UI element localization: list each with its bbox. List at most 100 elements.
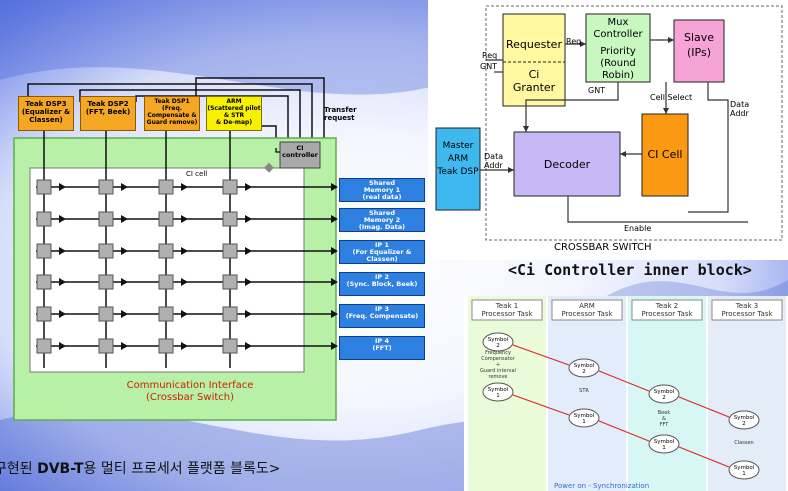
master-label: Master ARM Teak DSP [437, 141, 479, 177]
arrow-head [245, 310, 252, 318]
mux-controller-label: Mux Controller [593, 17, 643, 40]
platform-caption-suffix: 용 멀티 프로세서 플랫폼 블록도> [83, 461, 281, 477]
task-column-title: Teak 2 [655, 302, 678, 310]
ci-cell-node [98, 243, 114, 259]
target-title: IP 3 [375, 305, 389, 313]
ci-cell-node [36, 211, 52, 227]
requester-label: Requester [506, 38, 562, 51]
symbol-label: Symbol [488, 337, 509, 343]
symbol-label: 2 [496, 343, 500, 349]
ci-cell-node [158, 274, 174, 290]
ci-cell-node [222, 306, 238, 322]
arrow-head [245, 183, 252, 191]
symbol-node [482, 382, 514, 402]
req-label: Req [482, 51, 498, 60]
ci-cell-node [158, 338, 174, 354]
symbol-label: Symbol [574, 413, 595, 419]
target-title: Shared Memory 2 [363, 209, 401, 224]
ci-granter-label: Ci Granter [512, 68, 556, 94]
ci-inner-block-diagram [428, 0, 788, 260]
symbol-label: 1 [496, 393, 500, 399]
dsp-title: Teak DSP3 [25, 100, 67, 108]
dsp-box: Teak DSP2 (FFT, Beek) [80, 96, 136, 131]
priority-label: Priority (Round Robin) [600, 46, 636, 81]
task-column-header [711, 299, 783, 321]
symbol-label: Symbol [734, 415, 755, 421]
symbol-label: 2 [662, 395, 666, 401]
arrow-head [245, 247, 252, 255]
arrow-head [121, 215, 128, 223]
dsp-box: Teak DSP1 (Freq. Compensate & Guard remo… [144, 96, 200, 131]
task-footer: Power on - Synchronization [554, 482, 649, 490]
arrow-head [121, 247, 128, 255]
ci-controller-box [279, 141, 321, 169]
target-title: IP 4 [375, 337, 389, 345]
slave-label: Slave (IPs) [683, 31, 715, 59]
task-column-title: Processor Task [561, 310, 613, 318]
target-box: Shared Memory 1(real data) [339, 178, 425, 202]
symbol-flow-arrow [512, 344, 570, 366]
arrow-head [245, 215, 252, 223]
target-sub: (FFT) [372, 344, 392, 352]
dsp-box: ARM (Scattered pilot & STR & De-map) [206, 96, 262, 131]
ci-cell-node [222, 243, 238, 259]
symbol-label: 2 [742, 421, 746, 427]
task-column-title: ARM [579, 302, 595, 310]
task-column [708, 296, 786, 491]
ci-cell-node [98, 306, 114, 322]
arrow-head [331, 342, 338, 350]
ci-cell-node [98, 274, 114, 290]
symbol-flow-arrow [598, 420, 650, 442]
dsp-title: Teak DSP2 [87, 100, 129, 108]
task-column-title: Teak 1 [495, 302, 518, 310]
gnt-label: GNT [480, 62, 498, 71]
ci-cell-node [36, 179, 52, 195]
ci-controller-caption: <Ci Controller inner block> [508, 261, 752, 279]
symbol-flow-arrow [512, 394, 570, 416]
ci-cell-node [98, 211, 114, 227]
platform-caption-prefix: 구현된 [0, 461, 33, 477]
ci-cell-node [36, 274, 52, 290]
target-sub: (Freq. Compensate) [345, 312, 419, 320]
target-box: IP 1(For Equalizer & Classen) [339, 240, 425, 264]
target-title: IP 2 [375, 273, 389, 281]
req-label: Req [566, 37, 582, 46]
arrow-head [181, 247, 188, 255]
arrow-head [331, 183, 338, 191]
arrow-head [121, 310, 128, 318]
arrow-head [59, 247, 66, 255]
ci-controller-label: CI controller [282, 144, 318, 159]
symbol-flow-arrow [678, 396, 730, 418]
symbol-node [648, 434, 680, 454]
target-box: IP 4(FFT) [339, 336, 425, 360]
symbol-node [728, 460, 760, 480]
symbol-label: 2 [582, 369, 586, 375]
task-column-title: Processor Task [481, 310, 533, 318]
arrow-head [59, 183, 66, 191]
task-label: Guard interval [480, 368, 516, 374]
data-addr-label: Data Addr [730, 100, 750, 118]
symbol-node [648, 384, 680, 404]
ci-cell-node [158, 306, 174, 322]
symbol-label: 1 [582, 419, 586, 425]
target-box: IP 3(Freq. Compensate) [339, 304, 425, 328]
symbol-node [568, 358, 600, 378]
target-box: Shared Memory 2(Imag. Data) [339, 208, 425, 232]
symbol-label: Symbol [654, 439, 675, 445]
arrow-head [181, 215, 188, 223]
data-addr-label: Data Addr [484, 152, 504, 170]
task-label: remove [489, 374, 508, 380]
ci-cell-node [222, 274, 238, 290]
ci-cell-node [158, 179, 174, 195]
target-sub: (real data) [362, 193, 402, 201]
arrow-head [181, 183, 188, 191]
arrow-head [331, 247, 338, 255]
ci-cell-node [98, 179, 114, 195]
arrow-head [331, 215, 338, 223]
cell-select-label: Cell Select [650, 93, 693, 102]
task-label: & [662, 416, 666, 422]
gnt-label: GNT [588, 86, 606, 95]
arrow-head [181, 342, 188, 350]
ci-cell-node [222, 179, 238, 195]
task-column-header [631, 299, 703, 321]
